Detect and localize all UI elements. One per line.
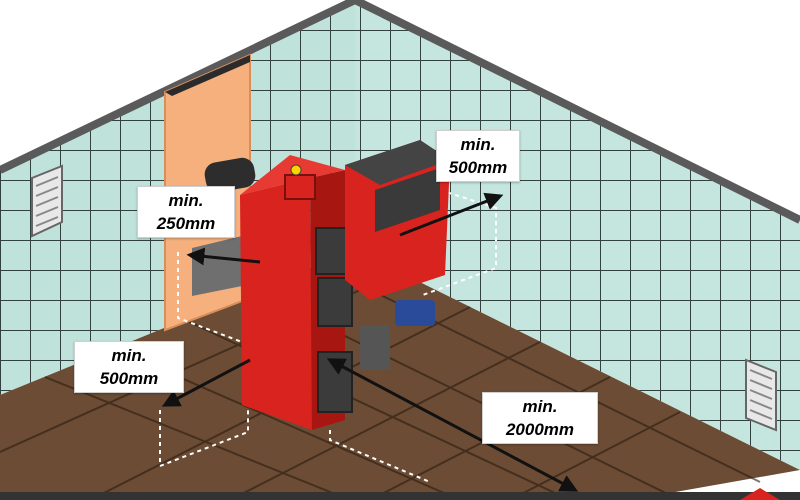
boiler bbox=[192, 140, 450, 430]
arrow-left bbox=[186, 247, 261, 266]
vent-icon bbox=[745, 358, 777, 432]
feeder-pipe bbox=[360, 325, 390, 370]
vent-icon bbox=[31, 164, 63, 238]
right-clearance-value: 500mm bbox=[448, 158, 508, 177]
left-clearance-min: min. bbox=[168, 191, 204, 210]
right-clearance-label: min. 500mm bbox=[436, 130, 520, 182]
arrow-front bbox=[161, 358, 251, 407]
door-frame-top bbox=[165, 55, 250, 96]
burner-motor bbox=[395, 300, 435, 326]
right-wall bbox=[355, 0, 800, 470]
front-clearance-value: 500mm bbox=[99, 369, 159, 388]
floor-front-edge bbox=[0, 492, 800, 500]
boiler-front bbox=[240, 178, 312, 430]
hopper-lid bbox=[345, 140, 450, 185]
diagonal-clearance-label: min. 2000mm bbox=[482, 392, 598, 444]
arrow-right bbox=[399, 192, 504, 237]
diagonal-clearance-value: 2000mm bbox=[505, 420, 575, 439]
brand-corner-mark bbox=[740, 488, 780, 500]
hopper-dark-panel bbox=[375, 168, 440, 232]
indicator-light bbox=[290, 164, 302, 176]
front-clearance-min: min. bbox=[111, 346, 147, 365]
wall-top-edge bbox=[0, 0, 800, 224]
flue-pipe bbox=[204, 157, 256, 193]
arrow-icon bbox=[161, 192, 579, 492]
left-clearance-value: 250mm bbox=[156, 214, 216, 233]
front-clearance-label: min. 500mm bbox=[74, 341, 184, 393]
diagonal-clearance-min: min. bbox=[522, 397, 558, 416]
right-clearance-min: min. bbox=[460, 135, 496, 154]
left-clearance-label: min. 250mm bbox=[137, 186, 235, 238]
arrow-diagonal bbox=[326, 358, 579, 492]
control-panel bbox=[284, 174, 316, 200]
boiler-door-2 bbox=[317, 277, 353, 327]
